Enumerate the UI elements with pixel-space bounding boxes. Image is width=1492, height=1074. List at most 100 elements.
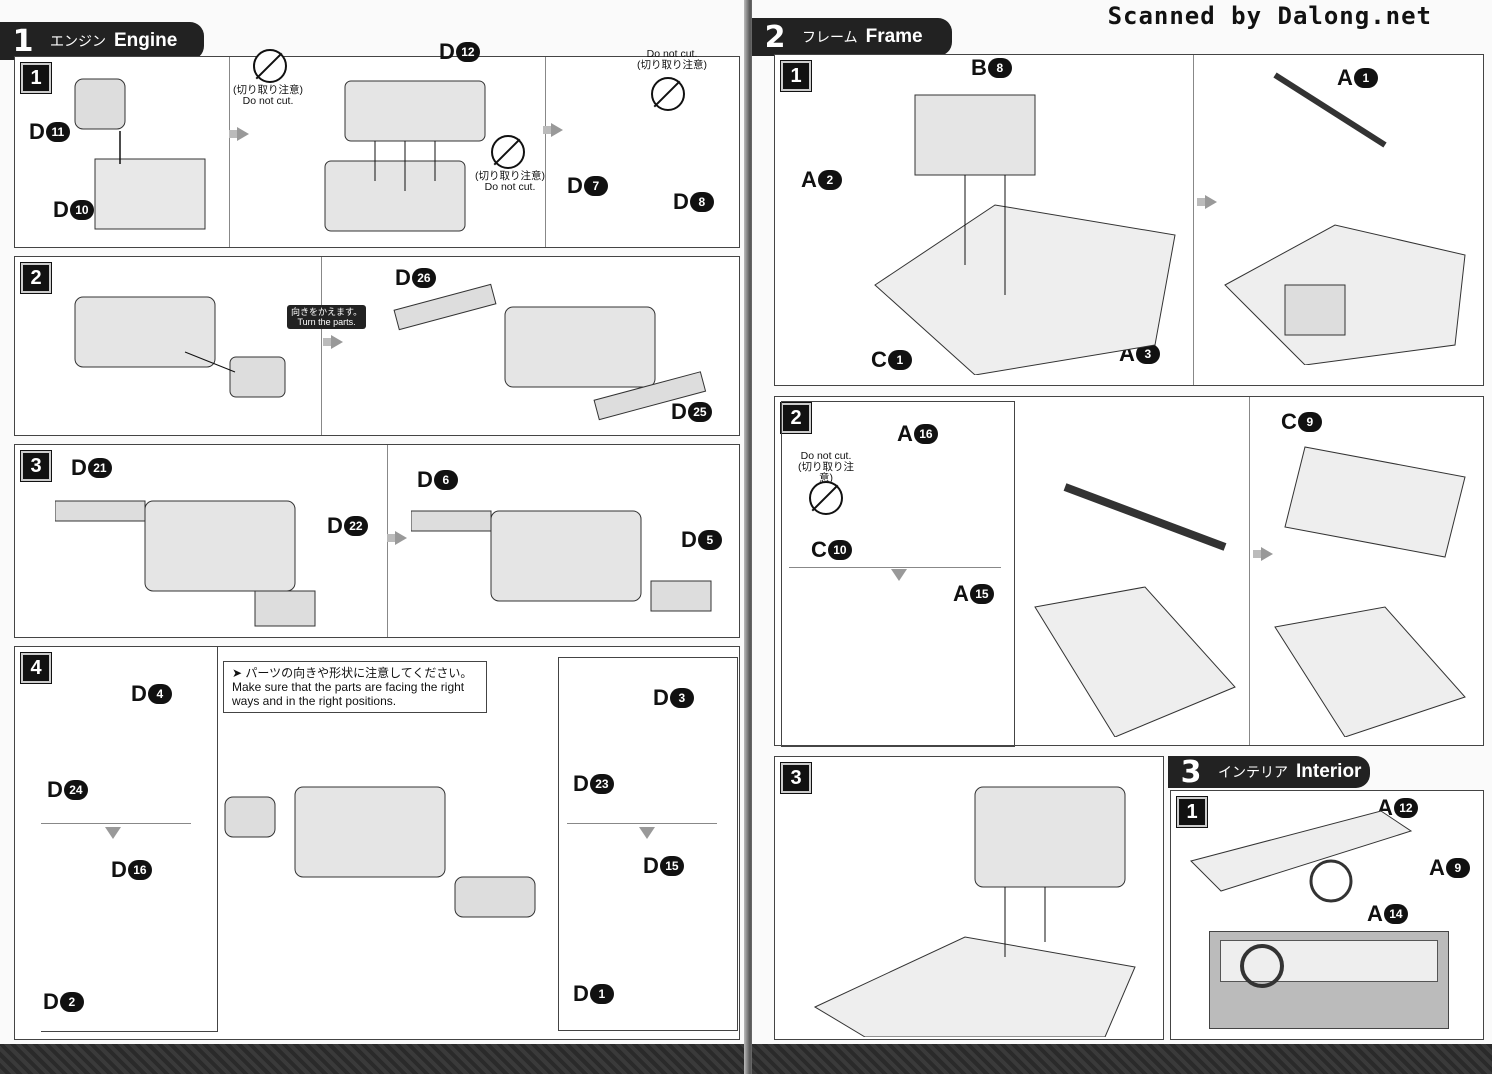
next-arrow-icon: [1197, 195, 1217, 209]
next-arrow-icon: [323, 335, 343, 349]
engine-sketch: [411, 510, 712, 612]
note-jp: パーツの向きや形状に注意してください。: [245, 666, 473, 680]
engine-sketch: [224, 786, 536, 918]
suspension-sketch: [1034, 483, 1236, 737]
turn-parts-badge: 向きをかえます。Turn the parts.: [287, 305, 367, 329]
sub-panel: [781, 401, 1015, 747]
engine-assembly-sketch: [324, 80, 486, 232]
engine-block-sketch: [74, 78, 206, 230]
down-arrow-icon: [891, 569, 907, 581]
warning-text: Do not cut.(切り取り注意): [798, 450, 854, 484]
section-title-en: Interior: [1296, 761, 1362, 782]
sub-panel-right: [558, 657, 738, 1031]
section-title-jp: フレーム: [802, 29, 858, 45]
footer-band: [0, 1044, 748, 1074]
step-number: 1: [781, 61, 811, 91]
scan-watermark: Scanned by Dalong.net: [1107, 2, 1432, 30]
step-number: 1: [1177, 797, 1207, 827]
step-number: 3: [21, 451, 51, 481]
section-title-jp: エンジン: [50, 33, 106, 49]
engine-sketch: [55, 500, 316, 627]
warning-text: Do not cut.(切り取り注意): [637, 48, 707, 71]
do-not-cut-icon: [491, 135, 525, 169]
engine-sketch: [74, 296, 286, 398]
orientation-note: ➤ パーツの向きや形状に注意してください。 Make sure that the…: [223, 661, 487, 713]
dashboard-preview: [1209, 931, 1449, 1029]
footer-band: [752, 1044, 1492, 1074]
step-number: 4: [21, 653, 51, 683]
do-not-cut-icon: [651, 77, 685, 111]
dashboard-sketch: [1190, 810, 1413, 903]
down-arrow-icon: [639, 827, 655, 839]
frame-sketch: [874, 94, 1176, 375]
step-number: 1: [21, 63, 51, 93]
step-number: 2: [781, 403, 811, 433]
step-number: 2: [21, 263, 51, 293]
steering-wheel-icon: [1240, 944, 1284, 988]
next-arrow-icon: [543, 123, 563, 137]
do-not-cut-icon: [809, 481, 843, 515]
next-arrow-icon: [1253, 547, 1273, 561]
section-header-frame: 2 フレーム Frame: [752, 18, 952, 56]
section-number: 2: [764, 19, 786, 55]
frame-engine-sketch: [813, 786, 1136, 1037]
frame-sketch: [1224, 72, 1466, 365]
section-header-interior: 3 インテリア Interior: [1168, 754, 1370, 790]
down-arrow-icon: [105, 827, 121, 839]
suspension-sketch: [1274, 446, 1466, 737]
section-header-engine: 1 エンジン Engine: [0, 22, 204, 60]
section-title-en: Frame: [865, 26, 923, 47]
sub-panel-left: [41, 647, 218, 1032]
note-arrow-icon: ➤: [232, 666, 246, 680]
note-en: Make sure that the parts are facing the …: [232, 680, 465, 708]
warning-text: (切り取り注意)Do not cut.: [233, 84, 303, 107]
frame-step-3: 3: [774, 756, 1164, 1040]
section-number: 1: [12, 23, 34, 59]
step-number: 3: [781, 763, 811, 793]
warning-text: (切り取り注意)Do not cut.: [475, 170, 545, 193]
section-title-en: Engine: [114, 30, 178, 51]
section-title-jp: インテリア: [1218, 764, 1288, 780]
do-not-cut-icon: [253, 49, 287, 83]
engine-sketch: [393, 283, 707, 421]
section-number: 3: [1180, 754, 1202, 790]
next-arrow-icon: [229, 127, 249, 141]
